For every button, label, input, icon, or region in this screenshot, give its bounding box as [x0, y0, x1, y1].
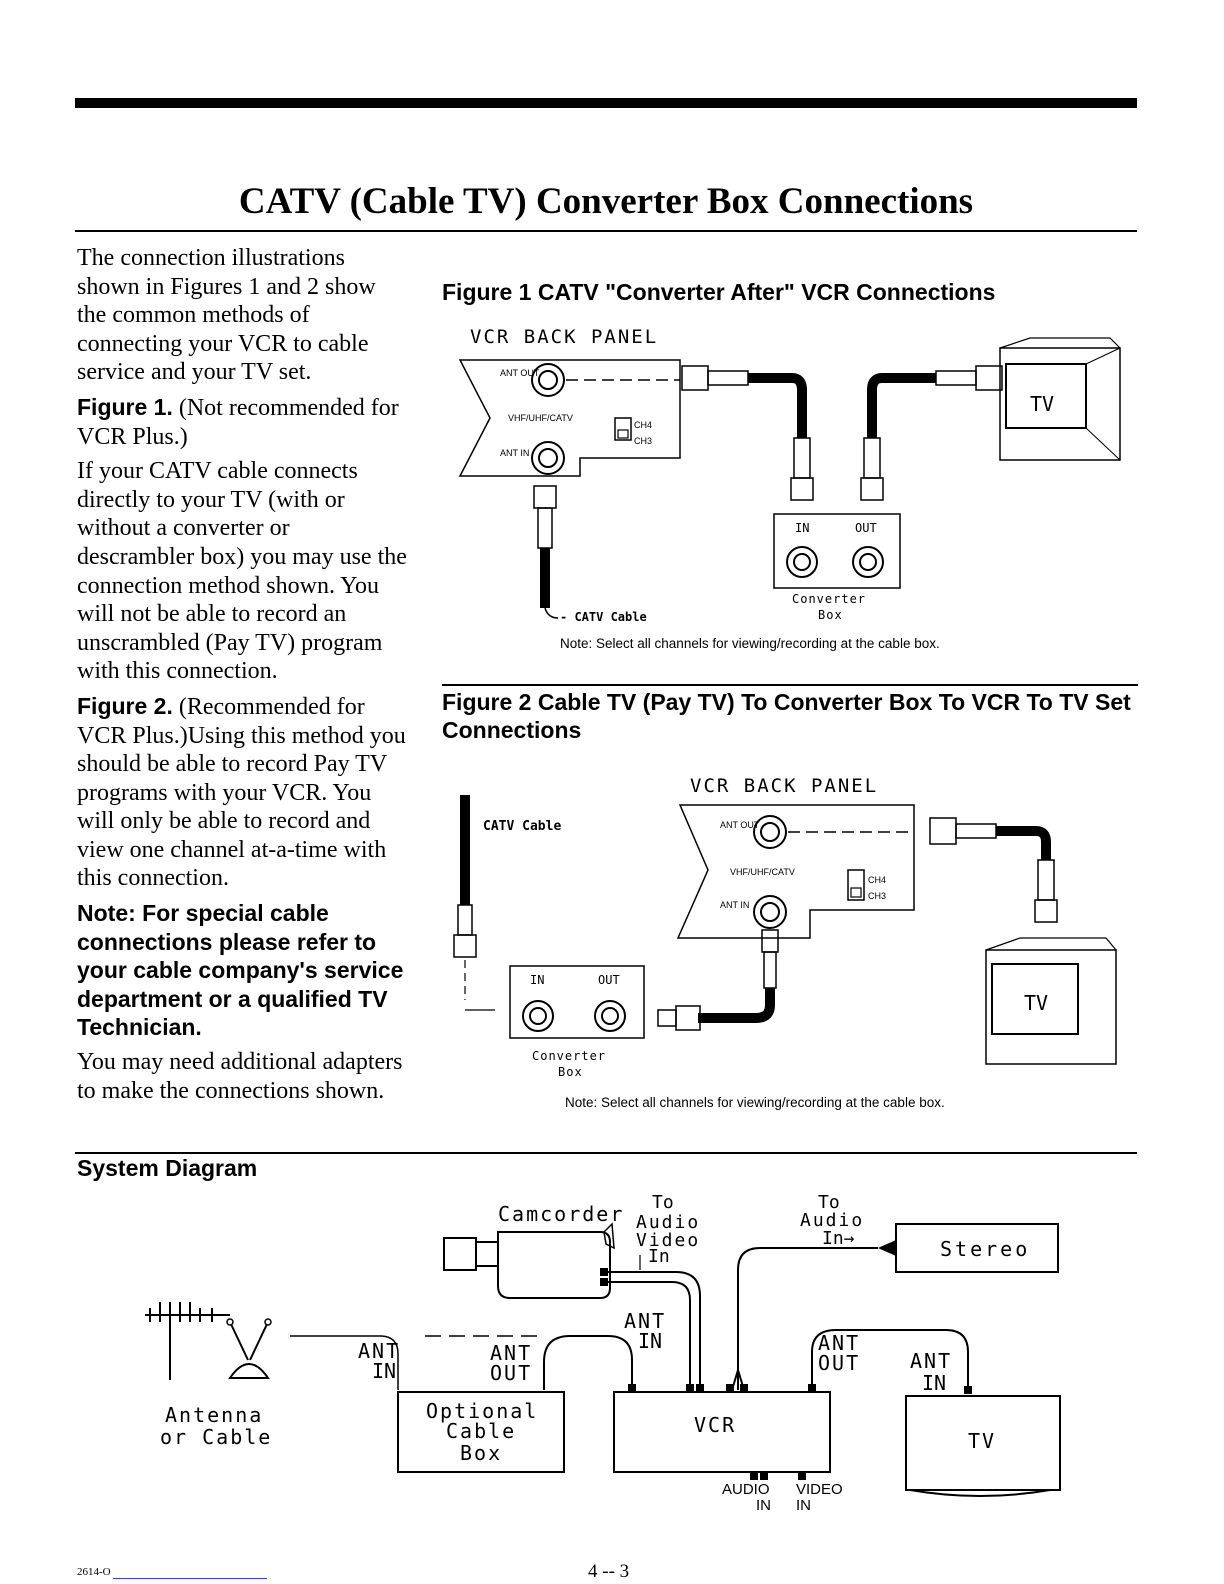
- f2-catv-cable-label: CATV Cable: [483, 819, 561, 834]
- stereo-label: Stereo: [940, 1237, 1030, 1261]
- page-number: 4 -- 3: [588, 1561, 630, 1582]
- f2-converter-box-label: Box: [558, 1065, 583, 1079]
- f1-ant-out-jack: [531, 363, 565, 397]
- f2-ant-out-label: ANT OUT: [720, 820, 760, 830]
- system-tv: [905, 1395, 1061, 1491]
- figure2-title: Figure 2 Cable TV (Pay TV) To Converter …: [442, 689, 1131, 743]
- f1-ant-in-label: ANT IN: [500, 448, 529, 458]
- footer-link-rule: [113, 1578, 267, 1579]
- f1-tv-label: TV: [1030, 392, 1054, 416]
- audio-in-label-2: IN: [756, 1497, 771, 1514]
- figure1-note: Note: Select all channels for viewing/re…: [560, 636, 940, 651]
- antenna-label: Antenna: [165, 1403, 263, 1427]
- f1-converter-box-label: Box: [818, 608, 843, 622]
- to-audio-label-1: To: [818, 1192, 840, 1213]
- to-av-label-3: Video: [636, 1230, 700, 1251]
- f1-ch4-label: CH4: [634, 420, 652, 430]
- video-in-label-2: IN: [796, 1497, 811, 1514]
- left-column: The connection illustrations shown in Fi…: [77, 244, 407, 1111]
- to-av-label-4: In: [648, 1246, 670, 1267]
- f2-panel-label: VCR BACK PANEL: [690, 775, 878, 797]
- figure2-note: Note: Select all channels for viewing/re…: [565, 1095, 945, 1110]
- f1-catv-cable-label: - CATV Cable: [560, 610, 647, 624]
- to-audio-label-3: In→: [822, 1228, 855, 1249]
- optional-cable-box: [397, 1391, 565, 1473]
- figure1-label: Figure 1.: [77, 393, 173, 420]
- vcr-box: [613, 1391, 831, 1473]
- f2-tv: [985, 949, 1117, 1065]
- f2-ant-out-jack: [753, 815, 787, 849]
- vcr-ant-in-label-2: IN: [638, 1329, 662, 1353]
- f1-converter-out-label: OUT: [855, 521, 877, 535]
- f2-tv-label: TV: [1024, 991, 1048, 1015]
- figure1-diagram: VCR BACK PANEL ANT OUT VHF/UHF/CATV CH4 …: [458, 326, 1121, 624]
- tv-ant-in-label-1: ANT: [910, 1349, 952, 1373]
- f2-ch4-label: CH4: [868, 875, 886, 885]
- box-ant-in-label-2: IN: [372, 1359, 396, 1383]
- figure2-diagram: VCR BACK PANEL CATV Cable ANT OUT VHF/UH…: [453, 775, 1117, 1079]
- f1-converter-label: Converter: [792, 592, 866, 606]
- box-ant-in-label-1: ANT: [358, 1339, 400, 1363]
- audio-in-label-1: AUDIO: [722, 1481, 770, 1498]
- f1-converter-box: [773, 513, 901, 589]
- optional-box-label-2: Cable: [446, 1419, 516, 1443]
- camcorder-lens: [443, 1237, 477, 1271]
- figure2-label: Figure 2.: [77, 692, 173, 719]
- adapters-paragraph: You may need additional adapters to make…: [77, 1049, 403, 1104]
- vcr-ant-out-label-1: ANT: [818, 1331, 860, 1355]
- system-diagram-title: System Diagram: [77, 1155, 258, 1181]
- to-audio-label-2: Audio: [800, 1210, 864, 1231]
- figure1-panel-label: VCR BACK PANEL: [470, 326, 658, 348]
- f2-ant-in-label: ANT IN: [720, 900, 749, 910]
- f2-ant-in-jack: [753, 895, 787, 929]
- page-title: CATV (Cable TV) Converter Box Connection…: [238, 181, 974, 222]
- antenna-label-2: or Cable: [160, 1425, 272, 1449]
- f2-converter-label: Converter: [532, 1049, 606, 1063]
- f2-converter-box: [509, 965, 645, 1039]
- f1-ch3-label: CH3: [634, 436, 652, 446]
- f2-vcr-back-panel: [676, 804, 915, 939]
- f2-converter-out-label: OUT: [598, 973, 620, 987]
- figure1-note: (Not recommended for VCR Plus.): [77, 394, 399, 450]
- camcorder-body: [497, 1231, 611, 1299]
- box-ant-out-label-2: OUT: [490, 1361, 532, 1385]
- optional-box-label-1: Optional: [426, 1399, 538, 1423]
- vcr-label: VCR: [694, 1413, 736, 1437]
- figure2-paragraph: Figure 2. (Recommended for VCR Plus.)Usi…: [77, 692, 407, 893]
- header-rule: [75, 98, 1137, 108]
- video-in-label-1: VIDEO: [796, 1481, 843, 1498]
- f1-ant-in-jack: [531, 441, 565, 475]
- footer-code: 2614-O: [77, 1566, 111, 1578]
- system-diagram: Camcorder To Audio Video In To Audio In→…: [145, 1192, 1061, 1514]
- figure1-description: If your CATV cable connects directly to …: [77, 458, 407, 685]
- special-note: Note: For special cable connections plea…: [77, 900, 404, 1041]
- system-diagram-rule: [75, 1152, 1137, 1154]
- intro-paragraph: The connection illustrations shown in Fi…: [77, 245, 376, 386]
- figure1-paragraph: Figure 1. (Not recommended for VCR Plus.…: [77, 393, 407, 451]
- tv-ant-in-label-2: IN: [922, 1371, 946, 1395]
- f1-ant-out-label: ANT OUT: [500, 368, 540, 378]
- vcr-ant-in-label-1: ANT: [624, 1309, 666, 1333]
- figure1-title: Figure 1 CATV "Converter After" VCR Conn…: [442, 279, 996, 305]
- to-av-label-2: Audio: [636, 1212, 700, 1233]
- vcr-back-panel: [458, 359, 681, 477]
- optional-box-label-3: Box: [460, 1441, 502, 1465]
- f2-ch3-label: CH3: [868, 891, 886, 901]
- f2-switch-label: VHF/UHF/CATV: [730, 867, 795, 877]
- f2-channel-switch: [847, 869, 865, 901]
- f1-channel-switch: [614, 417, 632, 441]
- to-av-label-1: To: [652, 1192, 674, 1213]
- system-tv-label: TV: [968, 1429, 996, 1453]
- f1-switch-label: VHF/UHF/CATV: [508, 413, 573, 423]
- camcorder-label: Camcorder: [498, 1202, 624, 1226]
- vcr-ant-out-label-2: OUT: [818, 1351, 860, 1375]
- box-ant-out-label-1: ANT: [490, 1341, 532, 1365]
- f2-converter-in-label: IN: [530, 973, 544, 987]
- title-rule: [75, 230, 1137, 232]
- f1-converter-in-label: IN: [795, 521, 809, 535]
- figure2-rule: [442, 684, 1138, 686]
- figure2-description: (Recommended for VCR Plus.)Using this me…: [77, 693, 406, 892]
